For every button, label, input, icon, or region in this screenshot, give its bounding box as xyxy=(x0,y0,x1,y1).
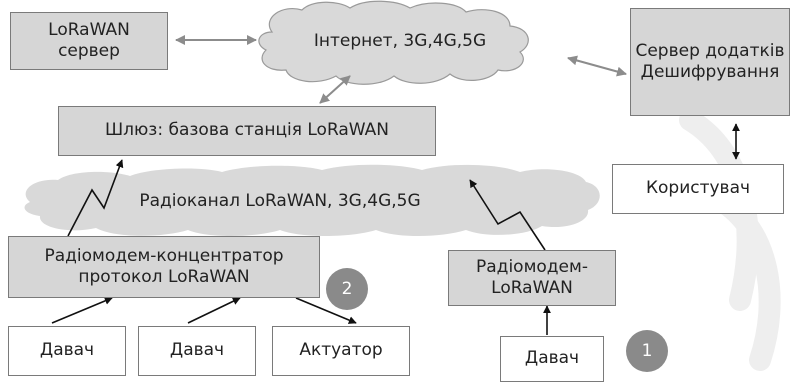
internet-cloud xyxy=(258,0,529,85)
sensor-3-label: Давач xyxy=(524,348,580,369)
badge-1: 1 xyxy=(626,330,668,372)
lorawan-server-box: LoRaWAN сервер xyxy=(10,12,168,70)
sensor-2-box: Давач xyxy=(138,326,256,376)
arrow-internet-app xyxy=(567,55,627,77)
radio-channel-cloud xyxy=(24,164,600,236)
actuator-label: Актуатор xyxy=(299,340,383,361)
user-label: Користувач xyxy=(645,178,751,199)
radio-link-modem xyxy=(469,179,546,251)
lorawan-server-line1: LoRaWAN xyxy=(48,19,130,40)
arrow-gateway-internet xyxy=(319,75,351,104)
lorawan-server-line2: сервер xyxy=(58,41,120,61)
radio-link-concentrator xyxy=(67,159,124,237)
app-server-line2: Дешифрування xyxy=(640,62,780,82)
arrow-sensor1 xyxy=(51,297,113,324)
user-box: Користувач xyxy=(612,164,784,214)
gateway-box: Шлюз: базова станція LoRaWAN xyxy=(58,106,436,156)
sensor-3-box: Давач xyxy=(500,336,604,382)
app-server-line1: Сервер додатків xyxy=(635,40,785,61)
concentrator-line2: протокол LoRaWAN xyxy=(78,267,250,287)
concentrator-box: Радіомодем-концентратор протокол LoRaWAN xyxy=(8,236,320,298)
badge-2: 2 xyxy=(326,268,368,310)
radio-channel-label: Радіоканал LoRaWAN, 3G,4G,5G xyxy=(139,191,421,211)
sensor-1-box: Давач xyxy=(8,326,126,376)
arrow-actuator xyxy=(295,297,357,324)
arrow-sensor2 xyxy=(187,297,241,324)
actuator-box: Актуатор xyxy=(272,326,410,376)
modem-line2: LoRaWAN xyxy=(491,278,573,298)
gateway-label: Шлюз: базова станція LoRaWAN xyxy=(104,120,390,141)
sensor-1-label: Давач xyxy=(39,340,95,361)
concentrator-line1: Радіомодем-концентратор xyxy=(44,245,284,266)
app-server-box: Сервер додатків Дешифрування xyxy=(630,8,790,116)
watermark xyxy=(679,109,781,371)
modem-line1: Радіомодем- xyxy=(476,256,588,277)
sensor-2-label: Давач xyxy=(169,340,225,361)
internet-label: Інтернет, 3G,4G,5G xyxy=(313,31,487,51)
modem-box: Радіомодем- LoRaWAN xyxy=(448,250,616,306)
